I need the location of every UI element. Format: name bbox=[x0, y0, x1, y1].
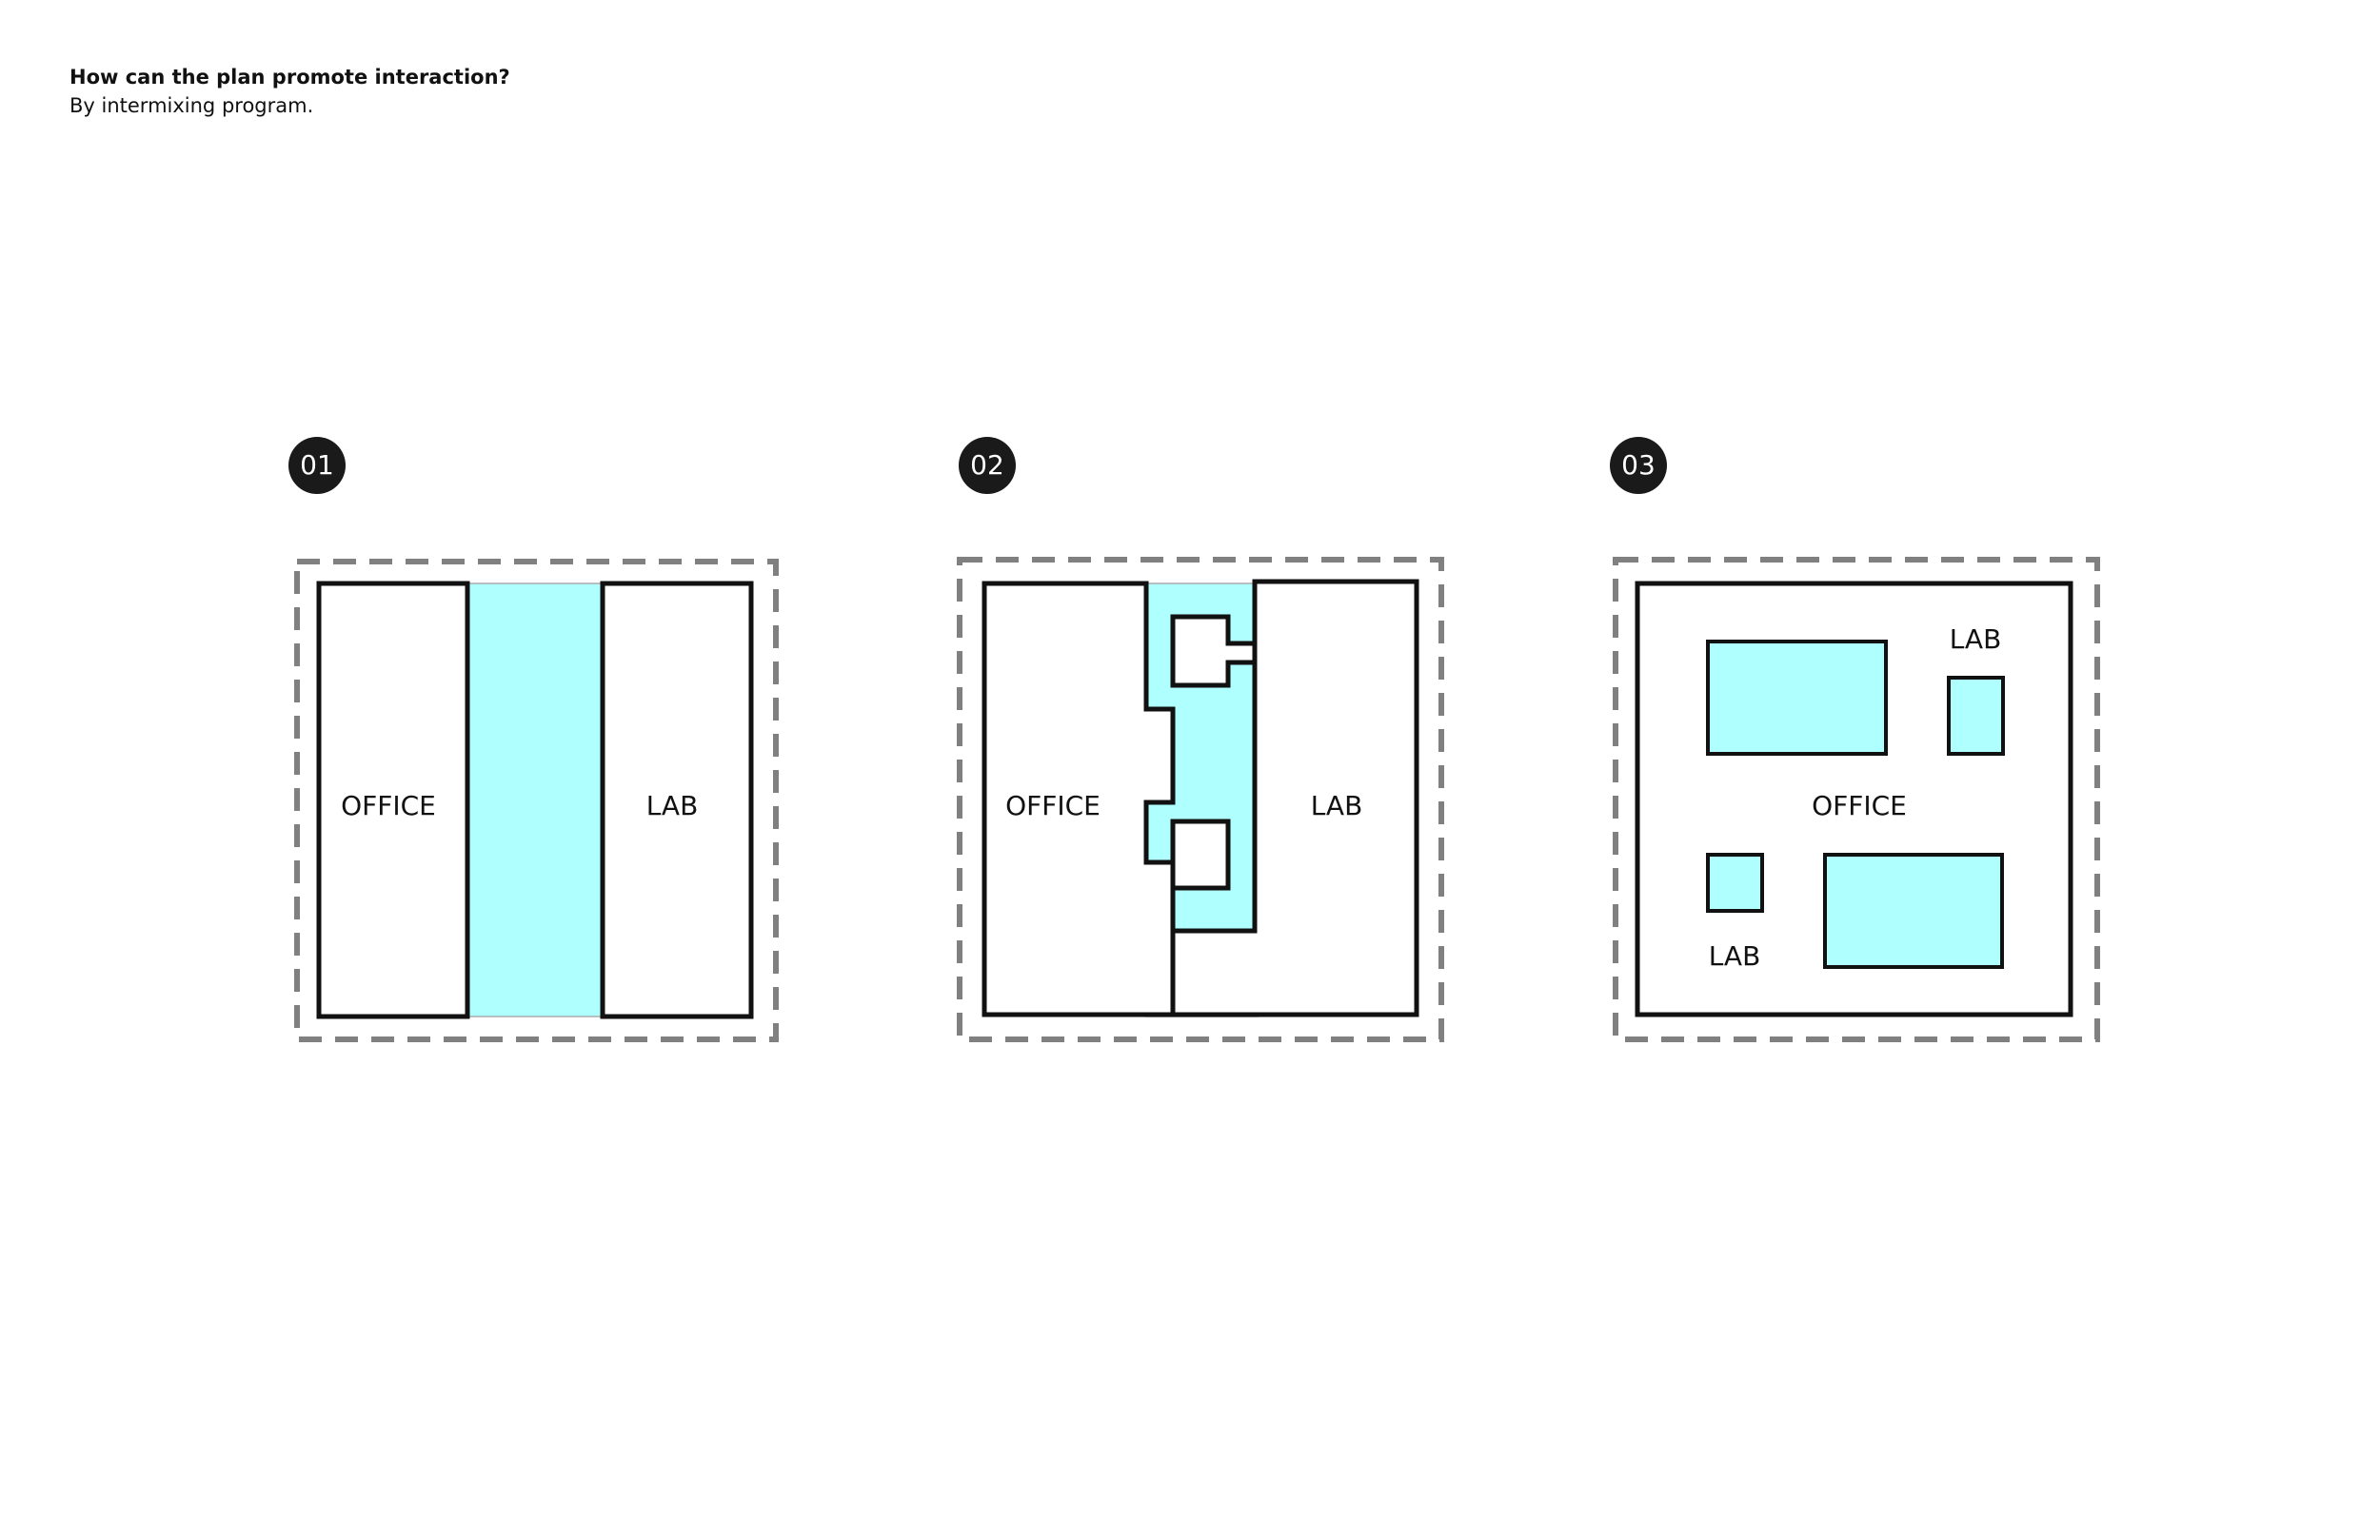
office-block bbox=[316, 581, 470, 1019]
site-boundary bbox=[1613, 557, 2100, 1042]
lab-label-bottom: LAB bbox=[1709, 940, 1761, 972]
shared-space-large-top bbox=[1706, 640, 1888, 756]
lab-label-top: LAB bbox=[1950, 623, 2002, 655]
diagram-02: 02 OFFICE LAB bbox=[957, 437, 1444, 1042]
badge-number: 03 bbox=[1621, 449, 1656, 481]
diagram-01: 01 OFFICE LAB bbox=[288, 437, 779, 1042]
diagram-03: 03 OFFICE LAB LAB bbox=[1610, 437, 2100, 1042]
shared-space-large-bottom bbox=[1823, 853, 2004, 969]
lab-pod-bottom bbox=[1706, 853, 1764, 913]
lab-notch-top bbox=[1170, 614, 1258, 688]
header: How can the plan promote interaction? By… bbox=[69, 63, 510, 120]
lab-pod-top bbox=[1947, 676, 2005, 756]
badge-circle bbox=[959, 437, 1016, 494]
office-block bbox=[982, 581, 1176, 1017]
diagram-02-badge: 02 bbox=[959, 437, 1016, 494]
badge-circle bbox=[288, 437, 346, 494]
lab-label: LAB bbox=[646, 790, 699, 821]
lab-block bbox=[600, 581, 754, 1019]
badge-number: 01 bbox=[300, 449, 334, 481]
page-subtitle: By intermixing program. bbox=[69, 94, 314, 117]
site-boundary bbox=[957, 557, 1444, 1042]
badge-circle bbox=[1610, 437, 1667, 494]
diagram-03-badge: 03 bbox=[1610, 437, 1667, 494]
office-label: OFFICE bbox=[1812, 790, 1907, 821]
office-label: OFFICE bbox=[341, 790, 436, 821]
lab-notch-bottom bbox=[1170, 819, 1231, 891]
page-title: How can the plan promote interaction? bbox=[69, 66, 510, 89]
lab-label: LAB bbox=[1311, 790, 1363, 821]
diagram-01-badge: 01 bbox=[288, 437, 346, 494]
shared-space bbox=[466, 582, 604, 1017]
site-boundary bbox=[294, 559, 779, 1042]
office-label: OFFICE bbox=[1005, 790, 1101, 821]
badge-number: 02 bbox=[970, 449, 1004, 481]
